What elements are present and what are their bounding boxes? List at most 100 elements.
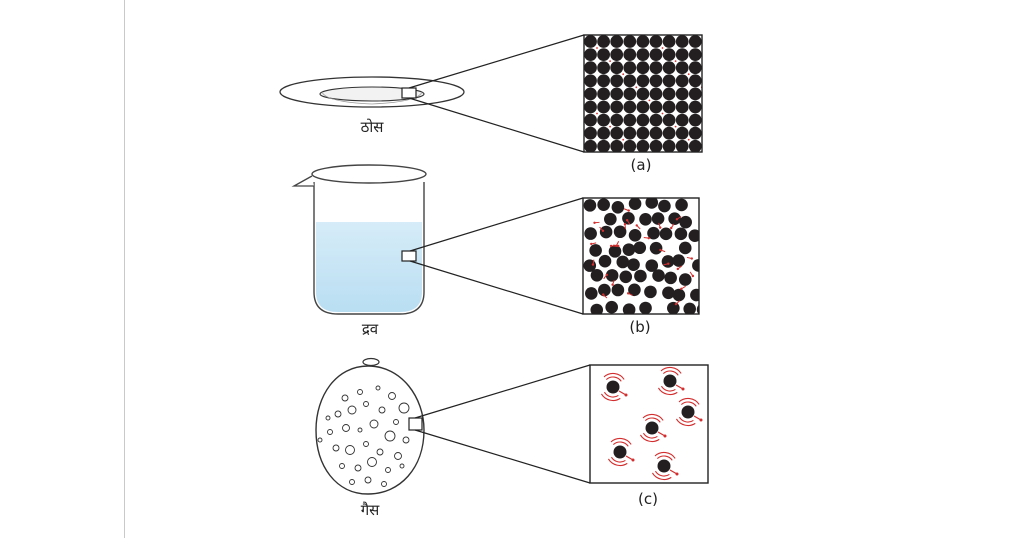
motion-arc bbox=[654, 452, 676, 459]
liquid-particle bbox=[644, 285, 657, 299]
liquid-particle bbox=[692, 259, 699, 272]
solid-particle bbox=[597, 87, 610, 101]
solid-particle bbox=[610, 139, 624, 152]
solid-particle bbox=[689, 153, 702, 166]
solid-particle bbox=[584, 139, 597, 152]
vibration-mark bbox=[635, 86, 638, 89]
gas-panel bbox=[315, 357, 709, 495]
solid-particle bbox=[649, 126, 663, 140]
motion-arc bbox=[600, 393, 621, 402]
gas-bubble bbox=[376, 448, 384, 456]
solid-particle bbox=[675, 139, 689, 152]
solid-state-label: ठोस bbox=[360, 118, 384, 136]
gas-bubble bbox=[342, 424, 350, 432]
liquid-particle bbox=[633, 241, 647, 255]
gas-particle bbox=[645, 421, 659, 435]
motion-arrow-head bbox=[667, 262, 670, 265]
solid-particle bbox=[597, 113, 610, 127]
zoom-lines bbox=[414, 364, 591, 484]
vibration-mark bbox=[687, 73, 690, 76]
motion-arc bbox=[605, 376, 622, 382]
solid-particle bbox=[584, 74, 597, 88]
motion-arrow-head bbox=[609, 244, 613, 248]
liquid-particle bbox=[652, 269, 665, 282]
liquid-particle bbox=[659, 227, 673, 241]
liquid-particle bbox=[605, 269, 619, 282]
gas-bubble bbox=[363, 401, 369, 407]
solid-particle bbox=[597, 153, 610, 166]
solid-particle bbox=[649, 74, 663, 88]
liquid-particle bbox=[683, 302, 697, 314]
motion-arc bbox=[657, 387, 678, 396]
liquid-particle bbox=[649, 241, 663, 255]
liquid-particle bbox=[622, 211, 635, 225]
liquid-particle bbox=[678, 241, 692, 255]
liquid-particle bbox=[645, 259, 659, 272]
motion-arrow-head bbox=[617, 244, 620, 248]
solid-particle bbox=[636, 35, 650, 48]
liquid-particle bbox=[690, 288, 699, 302]
gas-bubble bbox=[345, 445, 355, 455]
solid-particle bbox=[623, 113, 637, 127]
solid-caption: (a) bbox=[630, 156, 652, 174]
gas-bubble bbox=[341, 394, 349, 402]
liquid-particle bbox=[628, 283, 641, 297]
vibration-mark bbox=[622, 73, 625, 76]
solid-particle bbox=[702, 127, 715, 140]
solid-particle bbox=[584, 35, 597, 48]
motion-arrow-head bbox=[690, 257, 694, 260]
solid-particle bbox=[597, 126, 610, 140]
gas-bubble bbox=[388, 392, 396, 400]
liquid-particle bbox=[611, 200, 625, 214]
motion-arrow-head bbox=[611, 283, 614, 286]
motion-arrow-head bbox=[615, 244, 618, 247]
solid-particle bbox=[636, 113, 650, 127]
solid-particle bbox=[623, 87, 637, 101]
liquid-particle bbox=[667, 301, 680, 314]
vibration-mark bbox=[596, 47, 598, 49]
solid-particle bbox=[597, 48, 610, 61]
motion-arrow-head bbox=[675, 218, 679, 221]
solid-particle bbox=[610, 74, 624, 88]
solid-particle bbox=[623, 61, 637, 75]
liquid-particle bbox=[639, 212, 652, 226]
solid-particle bbox=[662, 74, 676, 88]
motion-arrow-head bbox=[593, 221, 596, 224]
motion-arc bbox=[662, 370, 679, 376]
motion-arrow-head bbox=[590, 242, 593, 246]
motion-arc bbox=[607, 458, 628, 467]
gas-bubble bbox=[325, 415, 331, 421]
solid-particle bbox=[636, 100, 650, 114]
solid-particle bbox=[649, 35, 663, 48]
motion-arc bbox=[642, 414, 664, 421]
motion-arrow-head bbox=[605, 273, 608, 277]
liquid-particle bbox=[619, 270, 633, 284]
zoom-source-box bbox=[401, 87, 417, 99]
motion-arrow-head bbox=[670, 226, 673, 230]
motion-arrow-head bbox=[631, 458, 635, 462]
gas-state-label: गैस bbox=[360, 501, 380, 519]
gas-bubble bbox=[385, 467, 391, 473]
gas-bubble bbox=[384, 430, 396, 442]
gas-particle bbox=[613, 445, 627, 459]
liquid-particle bbox=[585, 287, 598, 300]
gas-bubble bbox=[363, 441, 369, 447]
gas-bubble bbox=[367, 457, 377, 467]
liquid-particle bbox=[583, 199, 597, 212]
solid-particle bbox=[636, 87, 650, 101]
solid-particle bbox=[610, 126, 624, 140]
vibration-mark bbox=[622, 138, 625, 141]
liquid-particle-box bbox=[582, 197, 700, 315]
solid-particle bbox=[662, 126, 676, 140]
liquid-particle bbox=[616, 255, 630, 269]
solid-particle bbox=[688, 74, 702, 88]
solid-particle bbox=[597, 139, 610, 152]
gas-particle-box bbox=[589, 364, 709, 484]
motion-arc bbox=[675, 418, 696, 427]
solid-particle bbox=[623, 139, 637, 152]
motion-arc bbox=[651, 472, 672, 481]
gas-particles bbox=[600, 367, 703, 481]
solid-particle bbox=[702, 61, 715, 74]
liquid-particle bbox=[622, 243, 636, 256]
solid-particle bbox=[676, 153, 689, 166]
